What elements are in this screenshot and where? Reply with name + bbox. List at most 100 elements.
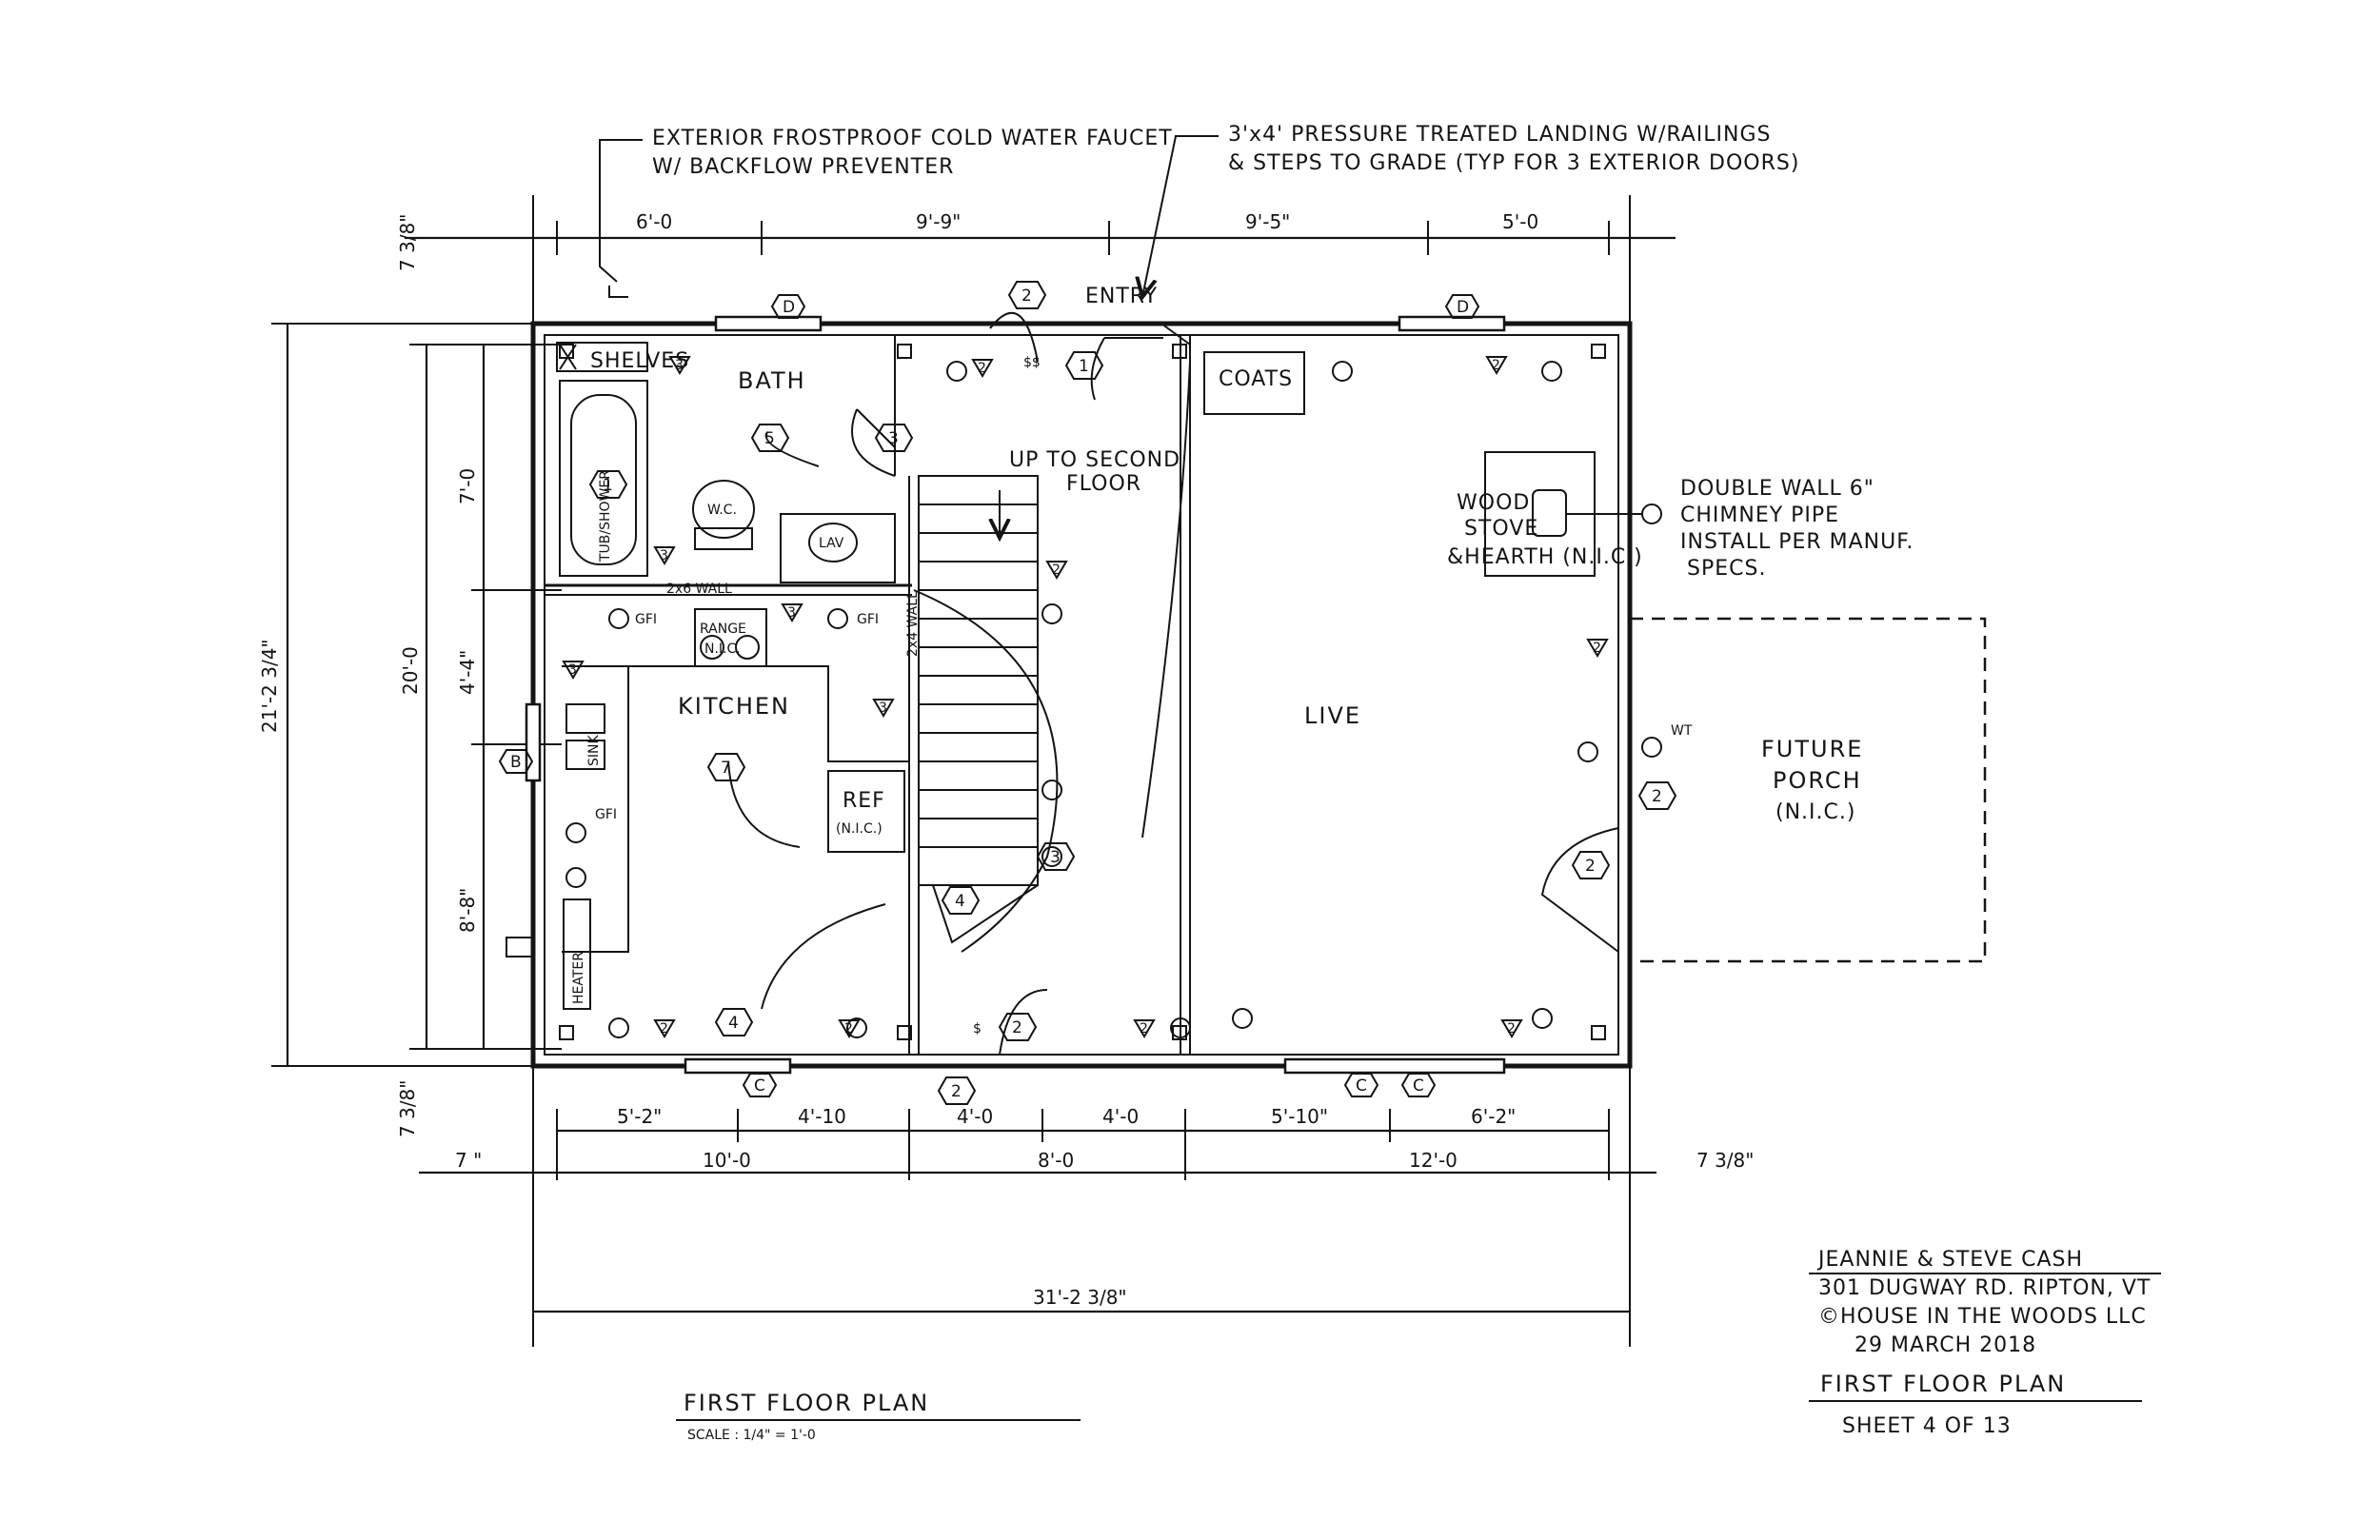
door-tag-1-tub xyxy=(588,470,628,499)
dim-top-1: 6'-0 xyxy=(636,210,672,233)
light-tag-4-label: 4 xyxy=(728,1014,739,1033)
plan-title-text: FIRST FLOOR PLAN xyxy=(684,1390,929,1416)
tri-tag-2-bottom-live-label: 2 xyxy=(1140,1021,1148,1037)
tri-tag-2-live xyxy=(1485,356,1508,375)
faucet-note: EXTERIOR FROSTPROOF COLD WATER FAUCET W/… xyxy=(599,127,1172,283)
dim-top-2: 9'-9" xyxy=(916,210,961,233)
plan-scale-text: SCALE : 1/4" = 1'-0 xyxy=(687,1428,816,1443)
tri-tag-2-stair xyxy=(1045,561,1068,580)
dim-overall: 31'-2 3/8" xyxy=(1033,1286,1127,1309)
wc-bowl xyxy=(692,480,755,539)
door-tag-4-closet-label: 4 xyxy=(955,892,965,911)
dim-left-inner-1: 7'-0 xyxy=(456,468,479,504)
triangle-tags: 3 2 2 3 3 3 3 2 2 2 2 2 2 xyxy=(562,356,1609,1038)
tri-tag-2-bottom-left xyxy=(653,1019,676,1038)
entry-label: ENTRY xyxy=(1085,285,1158,308)
window-bottom-live xyxy=(1283,1057,1506,1075)
stair-winder xyxy=(932,884,1039,944)
gfi-label-1: GFI xyxy=(635,612,657,627)
window-top-bath xyxy=(714,315,823,332)
tub-label: TUB/SHOWER xyxy=(598,470,613,563)
light-tag-5-label: 5 xyxy=(764,429,775,448)
title-address: 301 DUGWAY RD. RIPTON, VT xyxy=(1818,1276,2151,1300)
window-tag-c1 xyxy=(742,1073,778,1097)
dim-left-offset: 7 " xyxy=(455,1149,482,1172)
chimney-note-2: CHIMNEY PIPE xyxy=(1680,503,1839,527)
door-tag-2-top xyxy=(1007,281,1047,309)
dim-bottom-5: 5'-10" xyxy=(1271,1105,1328,1128)
kitchen: KITCHEN RANGE N.I.C. SINK REF (N.I.C.) H… xyxy=(506,608,909,1010)
wall-2x6-label: 2x6 WALL xyxy=(666,582,732,597)
tri-tag-3-shelves xyxy=(668,356,691,375)
light-tag-2-porch-label: 2 xyxy=(1652,787,1662,806)
window-bottom-kitchen xyxy=(684,1057,792,1075)
window-tag-d2-label: D xyxy=(1457,298,1469,317)
faucet-note-line2: W/ BACKFLOW PREVENTER xyxy=(652,155,954,179)
chimney-note-4: SPECS. xyxy=(1687,557,1766,581)
stairs: UP TO SECOND FLOOR 2x4 WALL xyxy=(905,448,1180,944)
closet-arc xyxy=(913,589,1059,953)
window-tags: D D B C C C xyxy=(498,294,1480,1097)
dim-left-inner-3: 8'-8" xyxy=(456,888,479,933)
heater-vent xyxy=(506,937,534,958)
tri-tag-2-bottom-right xyxy=(1500,1019,1523,1038)
windows xyxy=(525,315,1506,1075)
door-tag-1-entry xyxy=(1064,351,1104,380)
dim-bottom-row2-3: 12'-0 xyxy=(1409,1149,1458,1172)
sink-bowl-1 xyxy=(565,703,605,734)
range-box xyxy=(694,608,767,667)
door-tag-3-stair-label: 3 xyxy=(1050,848,1061,867)
window-tag-d2 xyxy=(1444,294,1480,319)
window-tag-b xyxy=(498,749,534,774)
kitchen-label: KITCHEN xyxy=(678,693,790,720)
tri-tag-2-bottom-live xyxy=(1133,1019,1156,1038)
door-tag-2-bottom xyxy=(998,1013,1038,1041)
wc-tank xyxy=(694,527,753,550)
gfi-label-2: GFI xyxy=(857,612,879,627)
shelves-box xyxy=(556,342,648,372)
window-left-kitchen xyxy=(525,702,542,782)
heater-label: HEATER xyxy=(571,952,586,1004)
live: LIVE ENTRY COATS WOOD STOVE &HEARTH (N.I… xyxy=(1085,285,1914,729)
entry-door-arc xyxy=(989,311,1039,363)
window-tag-c2 xyxy=(1343,1073,1379,1097)
door-tag-4-closet xyxy=(941,886,981,915)
wc-label: W.C. xyxy=(707,503,737,518)
window-tag-c2-label: C xyxy=(1356,1076,1367,1096)
range-burner-1 xyxy=(700,635,724,660)
dim-left-mid: 20'-0 xyxy=(399,646,422,695)
tri-tag-2-entry-label: 2 xyxy=(978,361,986,376)
tri-tag-2-bottom-mid xyxy=(838,1019,861,1038)
range-nic: N.I.C. xyxy=(704,642,741,657)
chimney-note-1: DOUBLE WALL 6" xyxy=(1680,477,1874,501)
sink-label: SINK xyxy=(586,735,602,766)
door-tag-2-right xyxy=(1571,851,1611,879)
tri-tag-2-right xyxy=(1586,639,1609,658)
kitchen-light-arc xyxy=(727,760,801,848)
porch-label-3: (N.I.C.) xyxy=(1775,800,1855,824)
light-tag-7 xyxy=(706,753,746,781)
tri-tag-3-wall-label: 3 xyxy=(879,701,887,716)
range-burner-2 xyxy=(735,635,760,660)
wt-label: WT xyxy=(1671,723,1693,739)
chimney-note-3: INSTALL PER MANUF. xyxy=(1680,530,1914,554)
door-tag-1-tub-label: 1 xyxy=(603,476,613,495)
tri-tag-2-bottom-right-label: 2 xyxy=(1507,1021,1516,1037)
tri-tag-3-kitchen-label: 3 xyxy=(787,605,796,621)
window-tag-c1-label: C xyxy=(754,1076,765,1096)
coats-closet xyxy=(1203,351,1305,415)
lav-sink xyxy=(808,523,858,563)
tub-basin xyxy=(570,394,637,565)
plan-title: FIRST FLOOR PLAN SCALE : 1/4" = 1'-0 xyxy=(676,1390,1081,1443)
dim-bottom-offset: 7 3/8" xyxy=(396,1080,419,1137)
dim-top-4: 5'-0 xyxy=(1502,210,1538,233)
faucet-leader xyxy=(599,139,643,283)
lav-label: LAV xyxy=(819,536,844,551)
door-tag-3-bath-label: 3 xyxy=(888,429,899,448)
door-tag-2-top-label: 2 xyxy=(1021,286,1032,306)
doors xyxy=(727,311,1619,1056)
tri-tag-3-kitchen xyxy=(781,603,803,622)
tri-tag-2-bottom-mid-label: 2 xyxy=(844,1021,853,1037)
tri-tag-3-left xyxy=(562,661,585,680)
